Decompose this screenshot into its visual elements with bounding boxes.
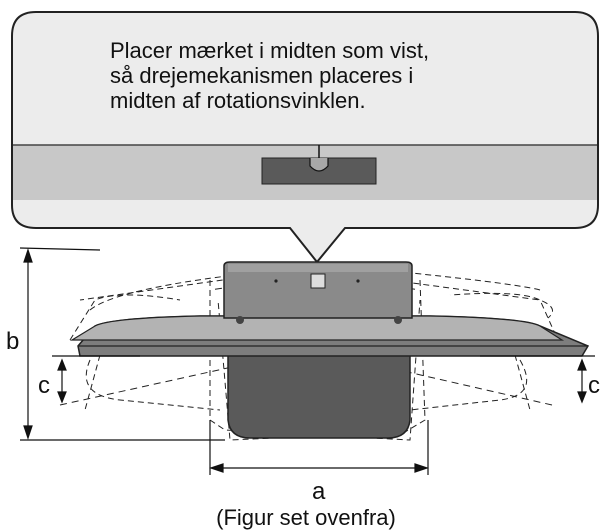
stand-center-marker [310, 273, 326, 289]
dimension-c-left [52, 355, 140, 404]
stand-bolt-right [394, 316, 402, 324]
tv-top-face [69, 315, 565, 341]
callout-marker-notch [309, 158, 329, 172]
dimension-c-right-label: c [588, 372, 600, 399]
stand-screw-right [356, 279, 360, 283]
dimension-a [209, 420, 429, 475]
figure-caption: (Figur set ovenfra) [216, 505, 396, 530]
callout-line-1: Placer mærket i midten som vist, [110, 38, 430, 63]
callout-line-3: midten af rotationsvinklen. [110, 88, 366, 113]
stand-neck-highlight [228, 264, 408, 272]
dimension-b [19, 247, 225, 441]
callout-text: Placer mærket i midten som vist, så drej… [110, 38, 550, 113]
stand-bolt-left [236, 316, 244, 324]
stand-neck [223, 261, 413, 319]
stand-screw-left [274, 279, 278, 283]
dimension-b-label: b [6, 328, 20, 355]
dimension-c-left-label: c [38, 372, 50, 399]
dimension-a-label: a [312, 478, 326, 505]
callout-line-2: så drejemekanismen placeres i [110, 63, 414, 88]
dimension-c-right [480, 355, 595, 404]
stand-base [227, 349, 411, 439]
